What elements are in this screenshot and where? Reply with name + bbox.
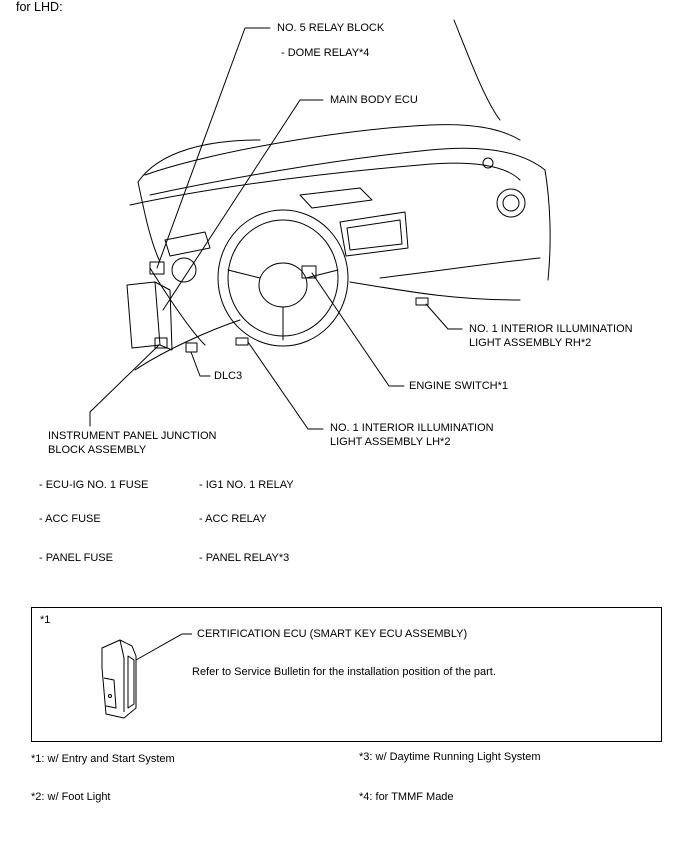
- center-console-outline: [299, 187, 541, 279]
- engine-switch-part: [301, 265, 317, 279]
- label-jb-line1: INSTRUMENT PANEL JUNCTION: [48, 430, 217, 442]
- label-jb-line2: BLOCK ASSEMBLY: [48, 444, 147, 456]
- steering-wheel: [217, 209, 349, 347]
- label-main-body-ecu: MAIN BODY ECU: [330, 94, 418, 106]
- jb-item-right: - IG1 NO. 1 RELAY: [199, 479, 294, 491]
- label-engine-switch: ENGINE SWITCH*1: [409, 380, 509, 392]
- windshield-frame: [137, 19, 521, 183]
- label-light-lh-line1: NO. 1 INTERIOR ILLUMINATION: [330, 422, 494, 434]
- jb-item-right: - ACC RELAY: [199, 513, 267, 525]
- footnote-2: *2: w/ Foot Light: [31, 791, 111, 803]
- jb-item-left: - ACC FUSE: [39, 513, 101, 525]
- label-light-rh-line1: NO. 1 INTERIOR ILLUMINATION: [469, 323, 633, 335]
- inset-note: Refer to Service Bulletin for the instal…: [192, 666, 496, 678]
- label-dlc3: DLC3: [214, 370, 243, 382]
- inset-title: CERTIFICATION ECU (SMART KEY ECU ASSEMBL…: [197, 628, 468, 640]
- dlc3-connector: [185, 342, 198, 353]
- light-rh-part: [415, 297, 429, 306]
- light-lh-part: [235, 337, 249, 346]
- jb-item-left: - ECU-IG NO. 1 FUSE: [39, 479, 149, 491]
- label-light-rh-line2: LIGHT ASSEMBLY RH*2: [469, 337, 592, 349]
- footnote-1: *1: w/ Entry and Start System: [31, 753, 175, 765]
- footnote-4: *4: for TMMF Made: [359, 791, 454, 803]
- junction-block: [126, 261, 173, 351]
- leader-lines: [89, 27, 463, 430]
- footnote-3: *3: w/ Daytime Running Light System: [359, 751, 541, 763]
- jb-item-right: - PANEL RELAY*3: [199, 552, 290, 564]
- label-dome-relay: - DOME RELAY*4: [281, 47, 370, 59]
- certification-ecu-drawing: [101, 633, 192, 719]
- label-relay-block: NO. 5 RELAY BLOCK: [277, 22, 385, 34]
- inset-marker: *1: [40, 614, 51, 626]
- dashboard-top: [129, 147, 551, 281]
- diagram-header: for LHD:: [16, 0, 63, 14]
- left-dash-outline: [134, 231, 521, 371]
- label-light-lh-line2: LIGHT ASSEMBLY LH*2: [330, 436, 451, 448]
- jb-item-left: - PANEL FUSE: [39, 552, 113, 564]
- certification-ecu-inset: *1 CERTIFICATION ECU (SMART KEY ECU ASSE…: [31, 607, 662, 742]
